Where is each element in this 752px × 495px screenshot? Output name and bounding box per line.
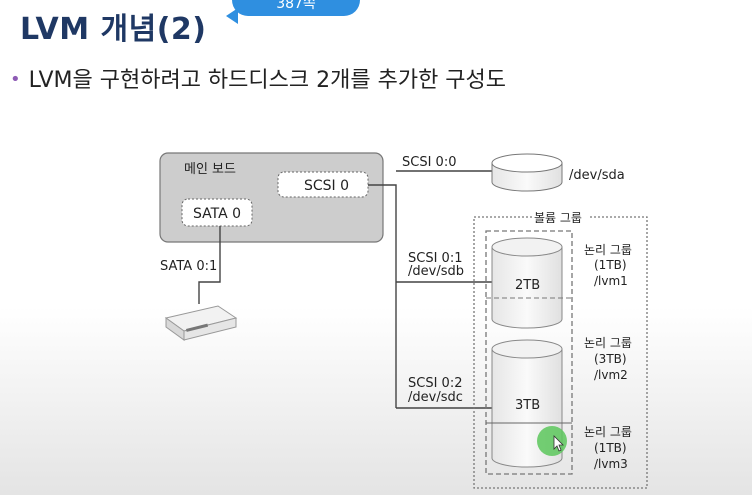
- lv1-size: (1TB): [594, 258, 627, 272]
- sata-port-label: SATA 0: [193, 206, 241, 222]
- volume-group-inner: [485, 230, 573, 475]
- scsi-link-0-label: SCSI 0:0: [402, 155, 456, 170]
- cursor-highlight: [537, 426, 567, 456]
- disk-3tb-label: 3TB: [515, 398, 540, 413]
- bullet-dot-icon: •: [10, 69, 21, 90]
- sata-cable: [198, 226, 221, 304]
- scsi-link-1-label: SCSI 0:1: [408, 251, 462, 266]
- mainboard-label: 메인 보드: [184, 162, 236, 177]
- lv3-size: (1TB): [594, 441, 627, 455]
- volume-group-outer: [473, 216, 648, 489]
- scsi-link-2-label: SCSI 0:2: [408, 376, 462, 391]
- volume-group-label-bg: [532, 209, 588, 225]
- slide-title: LVM 개념(2): [20, 12, 207, 47]
- bullet-line: • LVM을 구현하려고 하드디스크 2개를 추가한 구성도: [10, 62, 506, 94]
- bullet-text: LVM을 구현하려고 하드디스크 2개를 추가한 구성도: [28, 68, 507, 93]
- volume-group-label: 볼륨 그룹: [534, 211, 582, 225]
- disk-2tb-icon: [491, 237, 563, 329]
- sdc-path-label: /dev/sdc: [408, 390, 463, 405]
- disk-2tb-label: 2TB: [515, 278, 540, 293]
- scsi-bus: [368, 184, 397, 408]
- lv1-path: /lvm1: [594, 274, 628, 288]
- scsi-port-label: SCSI 0: [304, 178, 349, 194]
- optical-drive-icon: [164, 305, 238, 341]
- lv1-name: 논리 그룹: [584, 243, 632, 257]
- lv2-size: (3TB): [594, 352, 627, 366]
- sda-path-label: /dev/sda: [569, 168, 625, 183]
- lv2-path: /lvm2: [594, 368, 628, 382]
- cursor-pointer-icon: [553, 435, 564, 452]
- badge-tail: [226, 8, 238, 24]
- lv3-name: 논리 그룹: [584, 425, 632, 439]
- sdb-path-label: /dev/sdb: [408, 264, 464, 279]
- lv3-path: /lvm3: [594, 457, 628, 471]
- sata-port-box: [181, 198, 253, 227]
- lv2-name: 논리 그룹: [584, 336, 632, 350]
- page-badge: 387쪽: [232, 0, 360, 16]
- sata-link-label: SATA 0:1: [160, 259, 217, 274]
- sda-disk-icon: [491, 153, 563, 192]
